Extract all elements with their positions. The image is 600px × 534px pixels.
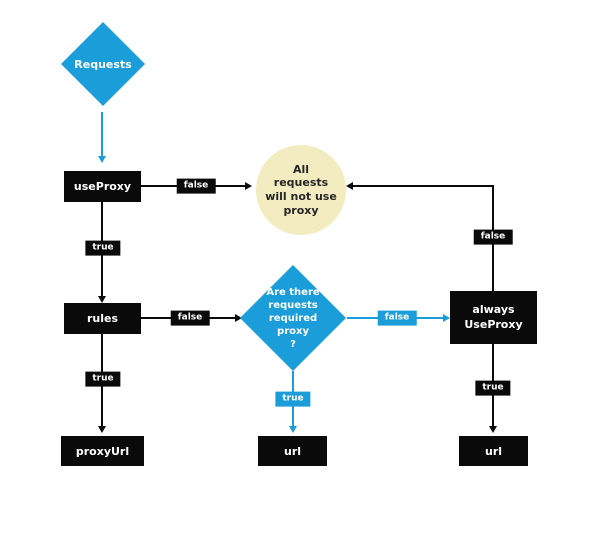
node-rules-label: rules	[86, 312, 119, 325]
edge-label-useproxy-false: false	[176, 178, 216, 194]
arrowhead-useproxy-rules	[98, 296, 106, 303]
node-url-center: url	[258, 436, 327, 466]
arrowhead-always-circle	[346, 182, 353, 190]
node-useproxy-label: useProxy	[73, 180, 132, 193]
edge-always-circle-horizontal	[352, 185, 494, 187]
edge-label-rules-false: false	[170, 310, 210, 326]
node-no-proxy-result-label: All requests will not use proxy	[265, 162, 337, 217]
node-useproxy: useProxy	[64, 171, 141, 202]
node-url-right-label: url	[484, 444, 503, 458]
arrowhead-always-url	[489, 426, 497, 433]
edge-label-decision-false: false	[377, 310, 417, 326]
node-requests: Requests	[61, 22, 145, 106]
node-always-use-proxy: always UseProxy	[450, 291, 537, 344]
arrowhead-useproxy-circle	[245, 182, 252, 190]
node-requests-label: Requests	[74, 57, 132, 71]
node-url-center-label: url	[283, 444, 302, 458]
edge-label-always-false: false	[473, 229, 513, 245]
edge-label-decision-true: true	[275, 391, 311, 407]
arrowhead-decision-url	[289, 426, 297, 433]
arrowhead-requests-useproxy	[98, 156, 106, 163]
edge-label-rules-true: true	[85, 371, 121, 387]
node-proxy-decision-label: Are there requests required proxy ?	[266, 286, 320, 350]
edge-requests-useproxy	[101, 112, 103, 156]
arrowhead-rules-decision	[235, 314, 242, 322]
edge-label-useproxy-true: true	[85, 240, 121, 256]
node-proxy-decision: Are there requests required proxy ?	[240, 265, 346, 371]
node-no-proxy-result: All requests will not use proxy	[256, 145, 346, 235]
node-proxyurl-label: proxyUrl	[75, 444, 130, 458]
edge-label-always-true: true	[475, 380, 511, 396]
node-proxyurl: proxyUrl	[61, 436, 144, 466]
node-url-right: url	[459, 436, 528, 466]
arrowhead-rules-proxyurl	[98, 426, 106, 433]
arrowhead-decision-always	[443, 314, 450, 322]
node-rules: rules	[64, 303, 141, 334]
node-always-use-proxy-label: always UseProxy	[464, 303, 523, 331]
